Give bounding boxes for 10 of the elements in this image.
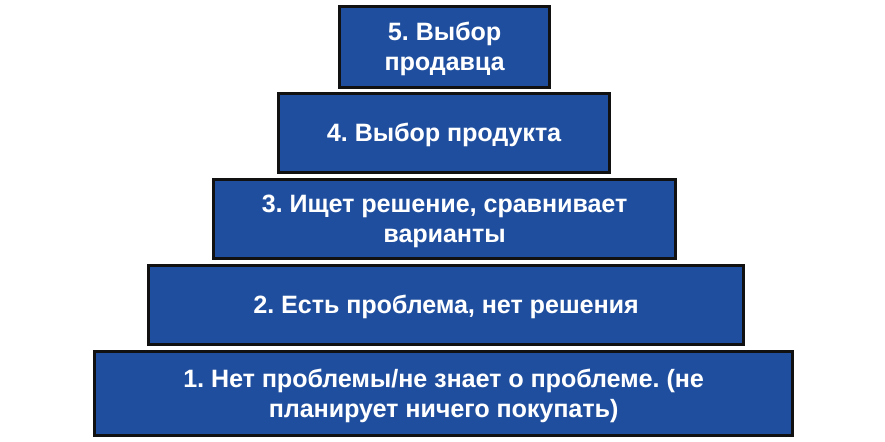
pyramid-level bbox=[147, 264, 745, 346]
pyramid-level bbox=[277, 92, 611, 174]
level-label: 2. Есть проблема, нет решения bbox=[253, 290, 639, 320]
level-label: 3. Ищет решение, сравнивает варианты bbox=[260, 189, 628, 249]
pyramid-level bbox=[338, 5, 551, 89]
level-label: 1. Нет проблемы/не знает о проблеме. (не планирует ничего покупать) bbox=[182, 364, 705, 424]
pyramid-level bbox=[212, 178, 677, 260]
pyramid-level bbox=[93, 350, 794, 437]
level-label: 5. Выбор продавца bbox=[383, 17, 506, 77]
level-label: 4. Выбор продукта bbox=[326, 118, 562, 148]
